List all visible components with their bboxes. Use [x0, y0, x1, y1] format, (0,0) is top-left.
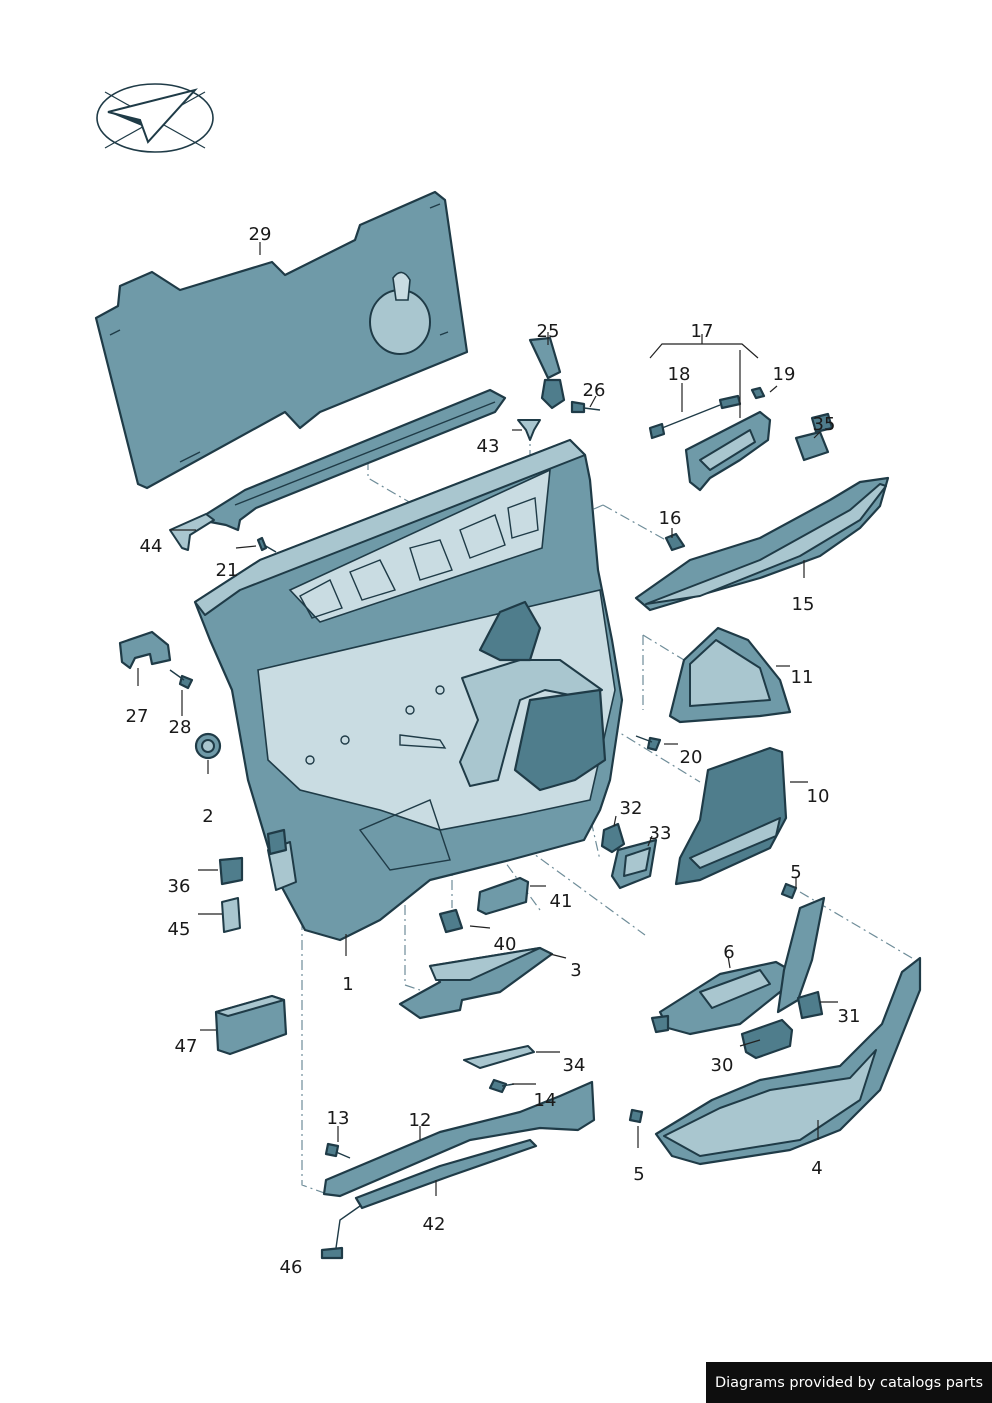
paper-plane-logo — [96, 83, 214, 153]
label-17[interactable]: 17 — [691, 321, 714, 342]
part-25-tweeter — [528, 336, 566, 410]
label-14[interactable]: 14 — [534, 1090, 557, 1111]
part-11-trim-cover — [668, 626, 792, 724]
part-5-screw-lower — [628, 1108, 644, 1124]
label-44[interactable]: 44 — [140, 536, 163, 557]
label-46[interactable]: 46 — [280, 1257, 303, 1278]
part-27-bracket — [118, 630, 172, 670]
label-29[interactable]: 29 — [249, 224, 272, 245]
label-12[interactable]: 12 — [409, 1110, 432, 1131]
label-28[interactable]: 28 — [169, 717, 192, 738]
part-42-light-guide — [354, 1138, 538, 1210]
label-11[interactable]: 11 — [791, 667, 814, 688]
label-19[interactable]: 19 — [773, 364, 796, 385]
label-5-lower[interactable]: 5 — [633, 1164, 644, 1185]
label-34[interactable]: 34 — [563, 1055, 586, 1076]
label-26[interactable]: 26 — [583, 380, 606, 401]
label-47[interactable]: 47 — [175, 1036, 198, 1057]
part-32-switch — [600, 822, 626, 854]
part-31-switch — [796, 990, 824, 1020]
label-27[interactable]: 27 — [126, 706, 149, 727]
label-6[interactable]: 6 — [723, 942, 734, 963]
part-44-retaining-strip — [169, 388, 507, 551]
part-41-sensor — [476, 876, 530, 916]
label-3[interactable]: 3 — [570, 960, 581, 981]
label-25[interactable]: 25 — [537, 321, 560, 342]
label-32[interactable]: 32 — [620, 798, 643, 819]
label-35[interactable]: 35 — [813, 414, 836, 435]
part-29-sound-insulation — [94, 190, 469, 490]
part-47-control-unit — [214, 994, 288, 1056]
part-21-screw — [256, 536, 277, 553]
part-12-trim-strip — [322, 1080, 596, 1198]
leader-lines — [137, 242, 838, 1196]
part-30-switch-block — [740, 1018, 794, 1060]
part-36-switch — [218, 856, 244, 886]
part-13-screw — [324, 1142, 351, 1159]
credit-banner: Diagrams provided by catalogs parts — [706, 1362, 992, 1403]
label-30[interactable]: 30 — [711, 1055, 734, 1076]
part-10-speaker-grille — [674, 746, 788, 886]
part-labels: 29 25 26 43 17 18 19 35 44 21 16 15 27 2… — [126, 224, 861, 1278]
label-20[interactable]: 20 — [680, 747, 703, 768]
part-5-screw-upper — [780, 882, 798, 900]
label-43[interactable]: 43 — [477, 436, 500, 457]
part-28-screw — [169, 669, 194, 690]
part-14-screw — [488, 1078, 515, 1094]
label-1[interactable]: 1 — [342, 974, 353, 995]
part-43-clip — [517, 419, 541, 441]
label-5-upper[interactable]: 5 — [790, 862, 801, 883]
part-2-clip — [194, 732, 222, 760]
part-40-holder — [438, 908, 464, 934]
label-10[interactable]: 10 — [807, 786, 830, 807]
label-15[interactable]: 15 — [792, 594, 815, 615]
label-13[interactable]: 13 — [327, 1108, 350, 1129]
part-6-switch-housing — [650, 896, 826, 1036]
part-1-door-trim-panel — [193, 438, 624, 942]
part-46-wiring — [320, 1205, 361, 1260]
part-26-screw — [570, 400, 601, 414]
label-45[interactable]: 45 — [168, 919, 191, 940]
label-42[interactable]: 42 — [423, 1214, 446, 1235]
part-33-switch-bezel — [610, 838, 658, 890]
label-18[interactable]: 18 — [668, 364, 691, 385]
label-36[interactable]: 36 — [168, 876, 191, 897]
part-3-armrest-cover — [398, 946, 554, 1020]
part-45-cover — [221, 897, 241, 933]
label-2[interactable]: 2 — [202, 806, 213, 827]
part-20-screw — [635, 735, 662, 752]
part-34-bracket — [463, 1045, 535, 1069]
label-33[interactable]: 33 — [649, 823, 672, 844]
part-16-clip — [664, 532, 686, 552]
label-4[interactable]: 4 — [811, 1158, 822, 1179]
label-31[interactable]: 31 — [838, 1006, 861, 1027]
label-21[interactable]: 21 — [216, 560, 239, 581]
label-16[interactable]: 16 — [659, 508, 682, 529]
part-17-door-handle — [648, 386, 834, 492]
label-41[interactable]: 41 — [550, 891, 573, 912]
part-15-trim-strip — [634, 476, 890, 612]
part-4-armrest-trim — [654, 956, 922, 1166]
label-40[interactable]: 40 — [494, 934, 517, 955]
